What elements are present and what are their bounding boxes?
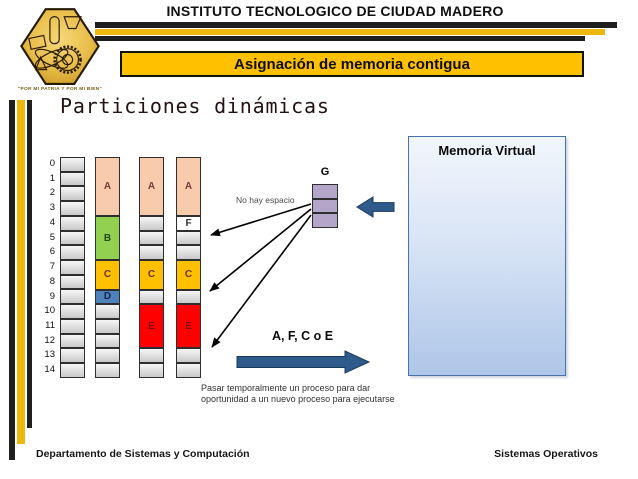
free-memory-cell xyxy=(139,363,164,378)
process-g-cell xyxy=(312,198,338,214)
free-memory-cell xyxy=(60,333,85,349)
pointer-line-1 xyxy=(210,203,312,237)
process-block-D: D xyxy=(95,289,120,305)
footer-course: Sistemas Operativos xyxy=(494,448,598,460)
free-memory-cell xyxy=(60,348,85,364)
left-edge-inner-black-bar xyxy=(27,100,32,428)
swap-processes-label: A, F, C o E xyxy=(271,329,334,343)
header-black-bar-top xyxy=(95,22,617,28)
free-memory-cell xyxy=(60,186,85,202)
institution-title: INSTITUTO TECNOLOGICO DE CIUDAD MADERO xyxy=(166,3,504,19)
blocked-left-arrow-icon xyxy=(356,196,395,218)
header-yellow-bar xyxy=(95,29,605,35)
free-memory-cell xyxy=(95,333,120,349)
free-memory-cell xyxy=(176,348,201,364)
process-block-A: A xyxy=(95,157,120,216)
pointer-line-2 xyxy=(209,208,312,292)
row-number-0: 0 xyxy=(49,158,55,169)
row-number-6: 6 xyxy=(49,246,55,258)
free-memory-cell xyxy=(60,304,85,319)
free-memory-cell xyxy=(60,289,85,305)
free-memory-cell xyxy=(95,304,120,319)
caption-line-1: Pasar temporalmente un proceso para dar xyxy=(201,383,371,393)
free-memory-cell xyxy=(60,318,85,334)
row-number-13: 13 xyxy=(44,349,55,361)
row-number-5: 5 xyxy=(49,231,55,243)
row-number-14: 14 xyxy=(44,364,55,376)
header-black-bar-bottom xyxy=(95,36,585,41)
row-number-10: 10 xyxy=(44,305,55,317)
pointer-line-3 xyxy=(211,214,312,348)
free-memory-cell xyxy=(139,348,164,364)
process-block-A: A xyxy=(139,157,164,216)
footer-department: Departamento de Sistemas y Computación xyxy=(36,448,250,460)
topic-banner: Asignación de memoria contigua xyxy=(120,51,584,77)
page-title: Particiones dinámicas xyxy=(60,94,330,118)
free-memory-cell xyxy=(60,274,85,290)
free-memory-cell xyxy=(60,201,85,216)
row-number-4: 4 xyxy=(49,216,55,228)
process-block-C: C xyxy=(176,260,201,290)
process-block-C: C xyxy=(95,260,120,290)
process-block-E: E xyxy=(139,304,164,349)
free-memory-cell xyxy=(95,348,120,364)
row-number-8: 8 xyxy=(49,275,55,287)
row-number-2: 2 xyxy=(49,187,55,199)
free-memory-cell xyxy=(176,289,201,305)
free-memory-cell xyxy=(176,245,201,261)
caption-line-2: oportunidad a un nuevo proceso para ejec… xyxy=(201,394,395,405)
institute-logo-icon xyxy=(18,6,102,88)
process-block-E: E xyxy=(176,304,201,349)
row-number-3: 3 xyxy=(49,202,55,214)
free-memory-cell xyxy=(60,245,85,261)
process-g-cell xyxy=(312,184,338,199)
free-memory-cell xyxy=(60,215,85,231)
left-edge-black-bar xyxy=(9,100,15,460)
memory-column-memory-map xyxy=(60,157,85,378)
free-memory-cell xyxy=(139,289,164,305)
free-memory-cell xyxy=(95,318,120,334)
row-number-12: 12 xyxy=(44,334,55,346)
process-g-cell xyxy=(312,213,338,229)
free-memory-cell xyxy=(60,171,85,187)
process-block-A: A xyxy=(176,157,201,216)
logo-motto: "POR MI PATRIA Y POR MI BIEN" xyxy=(17,87,103,92)
free-memory-cell xyxy=(176,230,201,246)
free-memory-cell xyxy=(60,260,85,275)
free-memory-cell xyxy=(139,215,164,231)
free-memory-cell xyxy=(60,230,85,246)
virtual-memory-title: Memoria Virtual xyxy=(438,143,536,158)
process-block-F: F xyxy=(176,215,201,231)
free-memory-cell xyxy=(139,245,164,261)
free-memory-cell xyxy=(95,363,120,378)
virtual-memory-box: Memoria Virtual xyxy=(408,136,566,376)
free-memory-cell xyxy=(60,363,85,378)
row-number-1: 1 xyxy=(49,172,55,184)
row-number-11: 11 xyxy=(45,320,55,332)
process-block-C: C xyxy=(139,260,164,290)
left-edge-yellow-bar xyxy=(17,100,25,444)
caption-text: Pasar temporalmente un proceso para dar … xyxy=(201,383,431,406)
process-block-B: B xyxy=(95,215,120,261)
row-number-9: 9 xyxy=(49,290,55,302)
process-g-column xyxy=(312,184,338,229)
free-memory-cell xyxy=(60,157,85,172)
free-memory-cell xyxy=(176,363,201,378)
row-number-7: 7 xyxy=(49,261,55,273)
process-g-label: G xyxy=(320,166,330,178)
no-space-label: No hay espacio xyxy=(236,195,295,205)
free-memory-cell xyxy=(139,230,164,246)
swap-right-arrow-icon xyxy=(236,350,371,374)
